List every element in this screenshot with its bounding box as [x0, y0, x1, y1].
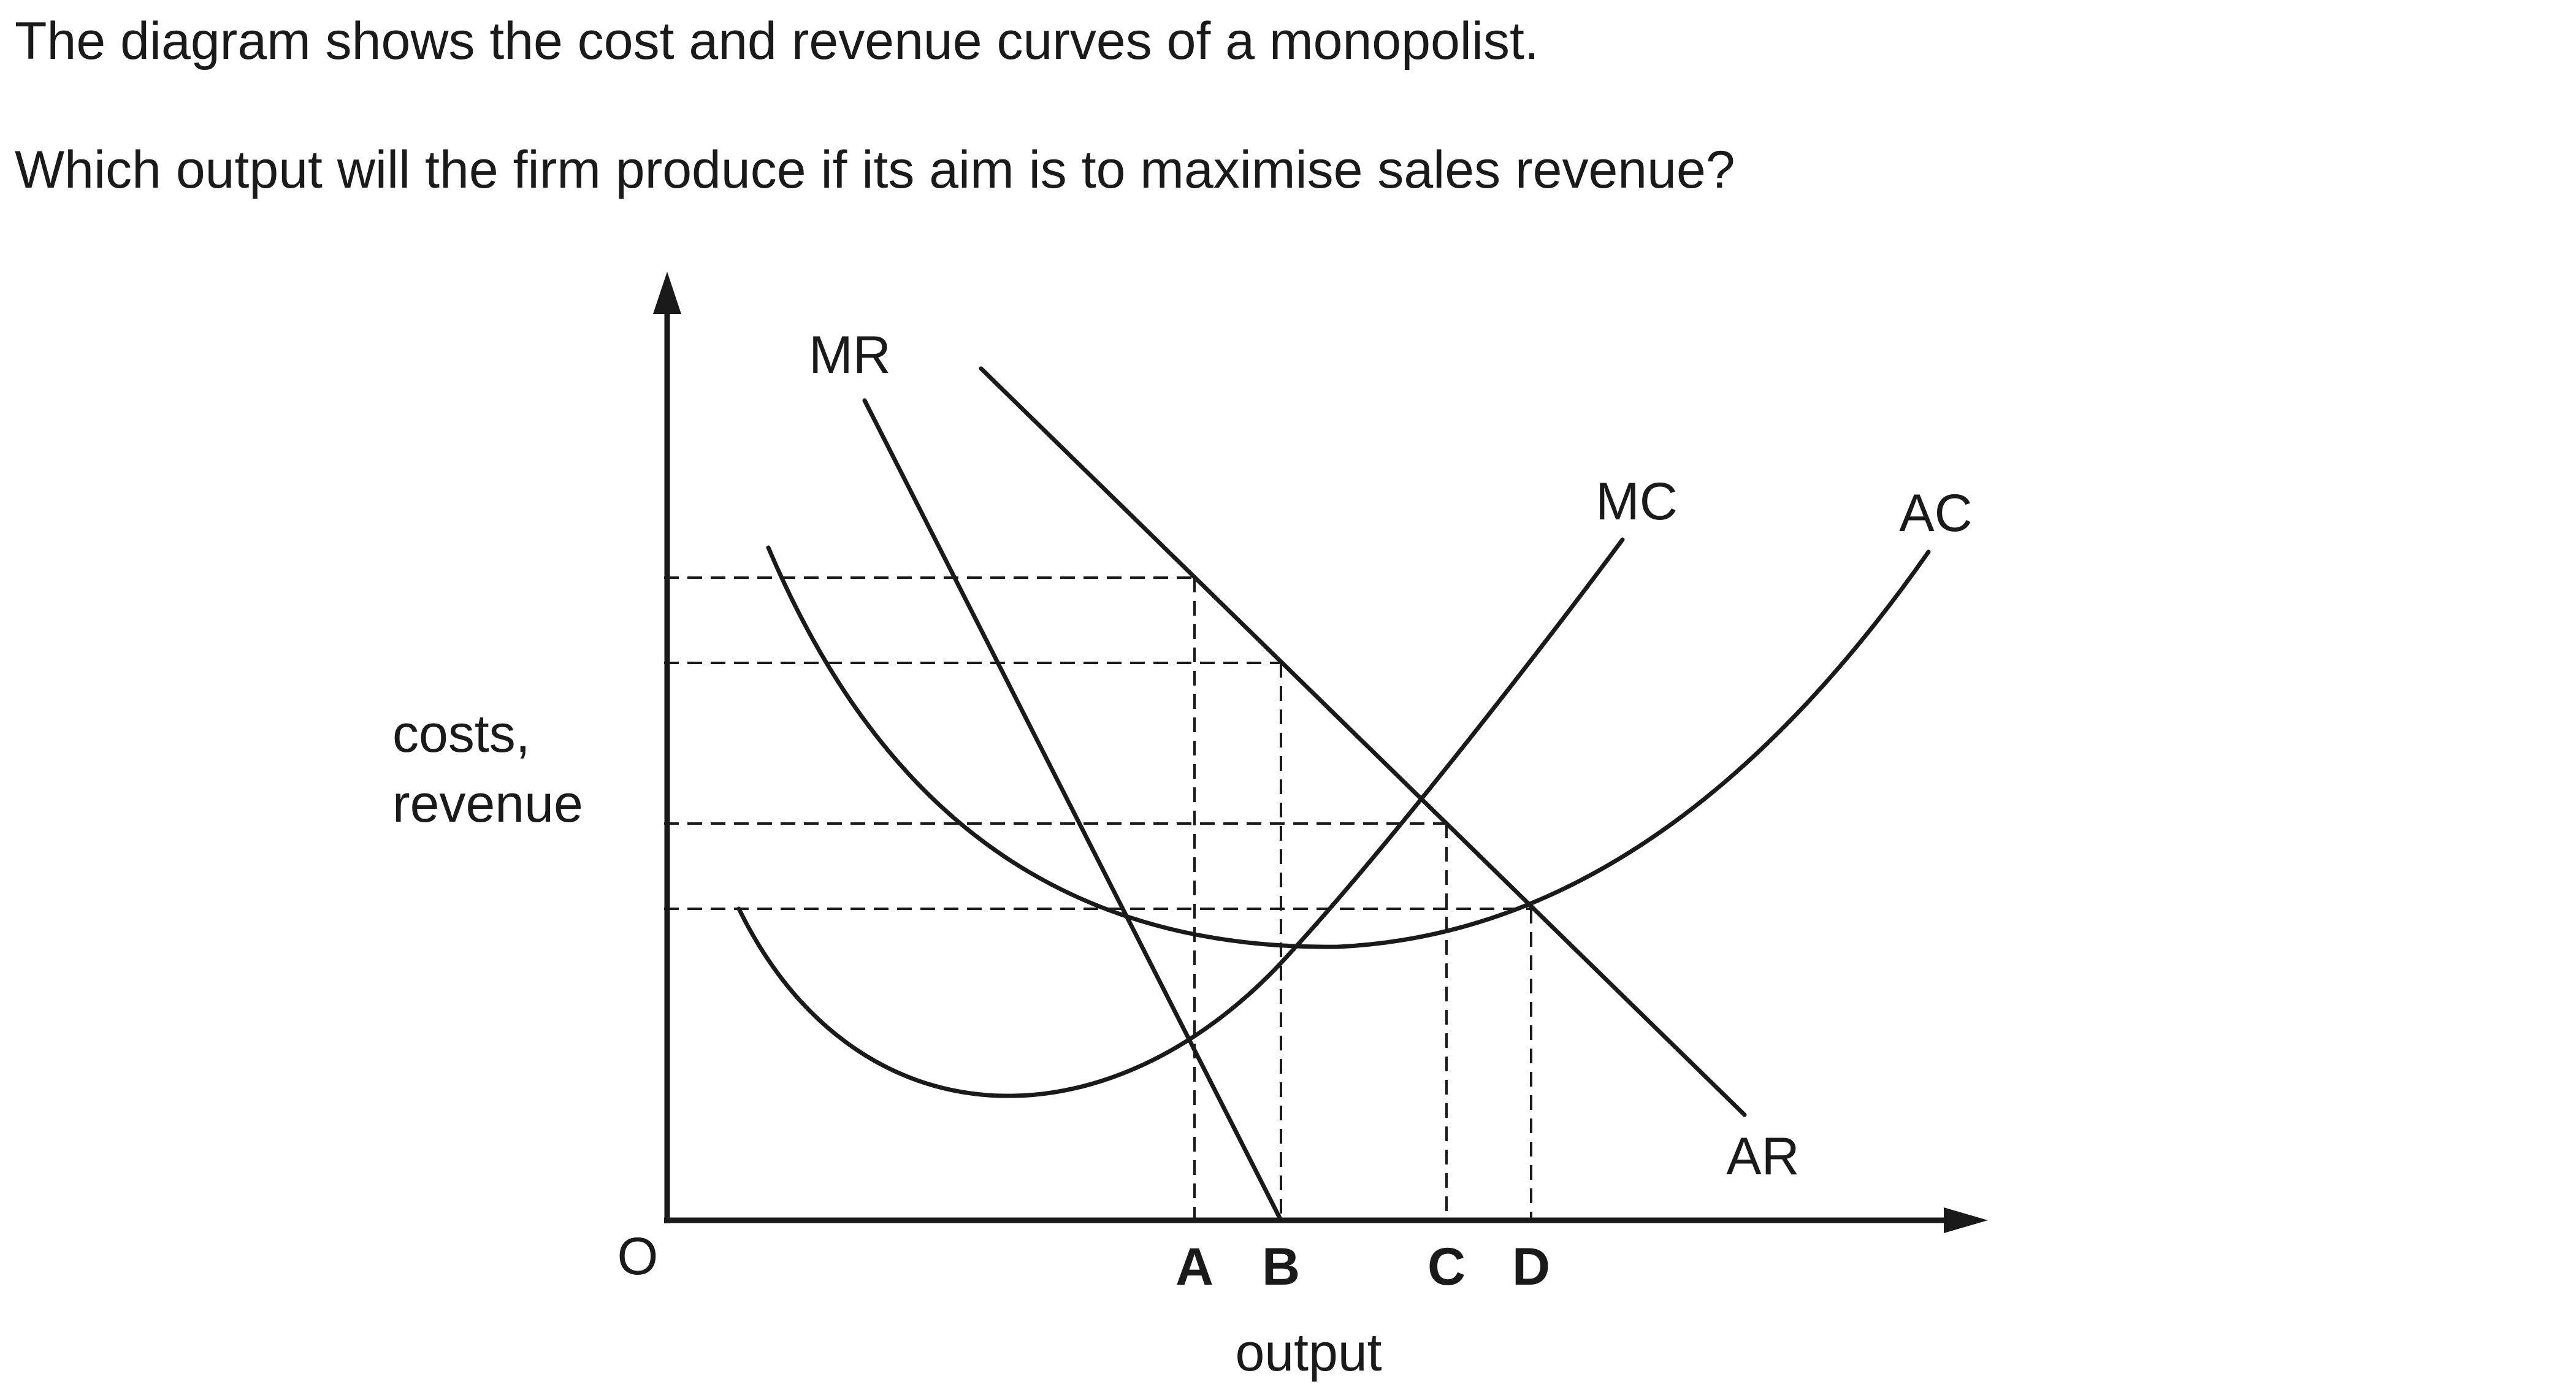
- mr-curve: [862, 398, 1283, 1223]
- ac-curve: [766, 545, 1931, 949]
- origin-label: O: [617, 1227, 659, 1286]
- y-axis-label-line1: costs,: [392, 705, 530, 763]
- x-axis-label: output: [1235, 1323, 1382, 1382]
- question-prompt: Which output will the firm produce if it…: [15, 140, 1735, 199]
- ac-label: AC: [1899, 484, 1972, 543]
- output-point-c: C: [1428, 1237, 1466, 1296]
- mc-label: MC: [1596, 472, 1678, 531]
- question-intro: The diagram shows the cost and revenue c…: [15, 12, 1539, 71]
- ar-curve: [979, 366, 1747, 1117]
- axes: [653, 272, 1988, 1233]
- mc-curve: [736, 537, 1625, 1098]
- output-point-a: A: [1175, 1237, 1213, 1296]
- guide-lines: [664, 576, 1532, 1220]
- ar-label: AR: [1726, 1127, 1799, 1186]
- output-point-d: D: [1512, 1237, 1550, 1296]
- output-point-b: B: [1262, 1237, 1300, 1296]
- y-axis-label-line2: revenue: [392, 774, 583, 833]
- mr-label: MR: [809, 326, 891, 384]
- x-axis-arrowhead: [1944, 1207, 1988, 1233]
- y-axis-arrowhead: [653, 272, 681, 314]
